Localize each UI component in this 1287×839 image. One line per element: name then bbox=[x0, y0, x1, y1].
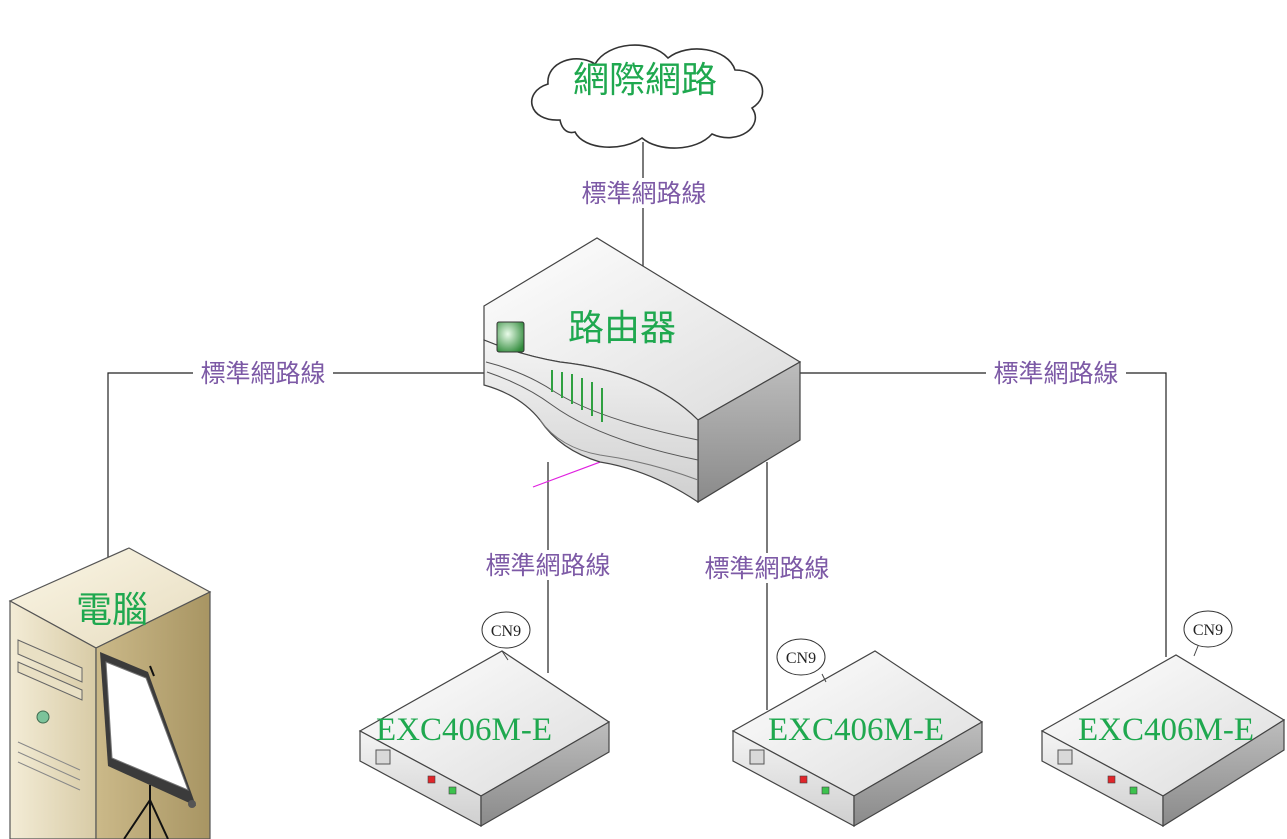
router-front bbox=[483, 339, 699, 504]
device-mid-port-icon bbox=[749, 749, 765, 765]
internet-label: 網際網路 bbox=[573, 60, 717, 101]
computer-label: 電腦 bbox=[76, 590, 148, 631]
device-left-red-led bbox=[427, 775, 436, 784]
cable-label-router-device-mid: 標準網路線 bbox=[704, 554, 829, 583]
device-right-port-icon bbox=[1057, 749, 1073, 765]
device-right-label: EXC406M-E bbox=[1078, 712, 1254, 748]
power-button-icon bbox=[36, 710, 50, 724]
device-right-red-led bbox=[1107, 775, 1116, 784]
device-mid-side bbox=[853, 720, 983, 828]
wire-router-computer bbox=[107, 372, 486, 560]
internet-cloud: 網際網路 bbox=[530, 44, 764, 149]
device-mid: CN9 EXC406M-E bbox=[731, 638, 984, 828]
device-left-port-bubble bbox=[481, 611, 531, 649]
router-groove-2 bbox=[486, 371, 699, 461]
cable-label-internet-router: 標準網路線 bbox=[581, 179, 706, 208]
device-left-port-icon bbox=[375, 749, 391, 765]
device-right-port-label: CN9 bbox=[1193, 622, 1223, 639]
cable-label-router-right: 標準網路線 bbox=[993, 359, 1118, 388]
computer: 電腦 bbox=[8, 547, 212, 839]
projection-screen-icon bbox=[100, 652, 196, 839]
cable-label-router-device-left: 標準網路線 bbox=[485, 551, 610, 580]
device-right-side bbox=[1162, 718, 1285, 828]
device-mid-port-bubble bbox=[776, 638, 826, 676]
device-left-port-label: CN9 bbox=[491, 623, 521, 640]
router-groove-3 bbox=[539, 419, 699, 481]
computer-vents bbox=[17, 741, 81, 791]
wire-router-right bbox=[800, 372, 1167, 657]
computer-drive-bay-1 bbox=[17, 639, 83, 683]
cable-label-router-computer: 標準網路線 bbox=[200, 359, 325, 388]
cable-labels: 標準網路線 標準網路線 標準網路線 標準網路線 標準網路線 bbox=[193, 178, 1126, 583]
device-right-port-bubble bbox=[1183, 610, 1233, 648]
router-label: 路由器 bbox=[568, 308, 676, 349]
computer-tower-front bbox=[9, 599, 97, 839]
cloud-icon bbox=[530, 44, 764, 149]
router-port-lines bbox=[551, 370, 603, 422]
device-left-green-led bbox=[448, 786, 457, 795]
device-mid-label: EXC406M-E bbox=[768, 712, 944, 748]
computer-drive-bay-2 bbox=[17, 661, 83, 701]
router-led-icon bbox=[496, 321, 525, 353]
device-mid-green-led bbox=[821, 786, 830, 795]
device-left-side bbox=[480, 720, 610, 828]
device-right-green-led bbox=[1129, 786, 1138, 795]
device-right: CN9 EXC406M-E bbox=[1040, 610, 1286, 828]
device-mid-red-led bbox=[799, 775, 808, 784]
device-left: CN9 EXC406M-E bbox=[358, 611, 611, 828]
router: 路由器 bbox=[483, 237, 802, 504]
device-mid-port-label: CN9 bbox=[786, 650, 816, 667]
device-left-label: EXC406M-E bbox=[376, 712, 552, 748]
